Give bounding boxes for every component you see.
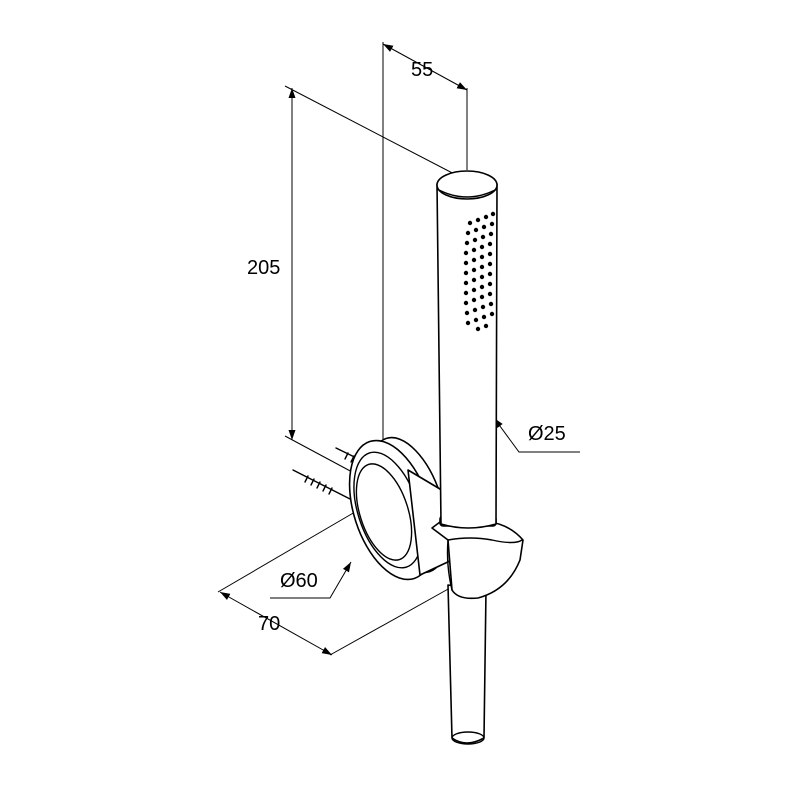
screw-lower xyxy=(292,469,353,501)
screw-lower-thread xyxy=(304,475,333,495)
dim-arrow-55 xyxy=(382,43,468,91)
leader-d25 xyxy=(493,417,580,453)
clamp-edge xyxy=(447,537,523,544)
shower-top-edge xyxy=(436,188,498,198)
spray-nozzles xyxy=(463,211,496,332)
shower-body xyxy=(436,183,498,529)
ext-line-205-top xyxy=(284,85,463,179)
shower-top-cap xyxy=(436,170,498,200)
dimension-lines xyxy=(217,42,580,656)
label-d25: Ø25 xyxy=(528,423,566,445)
flange-inner-ring-2 xyxy=(355,463,413,561)
label-d60: Ø60 xyxy=(280,570,318,592)
clamp-face xyxy=(446,539,453,591)
hand-shower xyxy=(436,170,498,529)
ext-line-70-left xyxy=(217,511,356,593)
pipe-body xyxy=(447,584,487,744)
pipe-end xyxy=(451,731,485,745)
label-55: 55 xyxy=(411,59,433,81)
label-205: 205 xyxy=(247,257,280,279)
dimension-labels: 55 205 Ø25 Ø60 70 xyxy=(247,59,566,635)
dim-arrow-70 xyxy=(219,591,333,656)
label-70: 70 xyxy=(258,613,280,635)
ext-line-70-right xyxy=(329,587,451,656)
hose-pipe xyxy=(447,584,487,745)
